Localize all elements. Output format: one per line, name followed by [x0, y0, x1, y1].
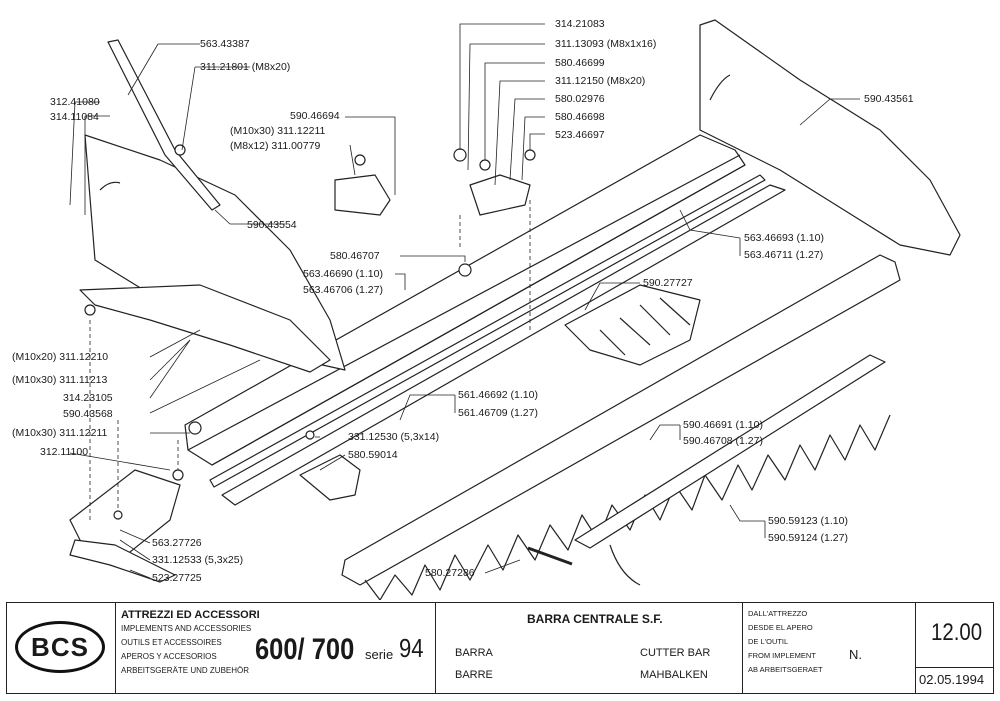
single-finger [299, 454, 361, 501]
part-title: BARRA CENTRALE S.F. [527, 612, 663, 626]
from-de: AB ARBEITSGERAET [748, 665, 823, 674]
callout-563-46706: 563.46706 (1.27) [303, 284, 383, 296]
callout-311-00779: (M8x12) 311.00779 [230, 140, 321, 152]
title-block: BCS ATTREZZI ED ACCESSORI IMPLEMENTS AND… [6, 602, 994, 694]
callout-590-46708: 590.46708 (1.27) [683, 435, 763, 447]
bcs-logo: BCS [15, 621, 105, 673]
callout-331-12533: 331.12533 (5,3x25) [152, 554, 244, 566]
callout-590-46694: 590.46694 [290, 110, 340, 122]
knife-section [564, 284, 701, 366]
bracket [334, 174, 391, 216]
callout-314-23105: 314.23105 [63, 392, 113, 404]
callout-563-27726: 563.27726 [152, 537, 202, 549]
from-en: FROM IMPLEMENT [748, 651, 816, 660]
page-number: 12.00 [931, 619, 983, 646]
from-it: DALL'ATTREZZO [748, 609, 808, 618]
callout-580-46699: 580.46699 [555, 57, 605, 69]
end-finger [69, 539, 176, 583]
callout-590-27727: 590.27727 [643, 277, 693, 289]
n-label: N. [849, 647, 862, 662]
callout-590-43554: 590.43554 [247, 219, 297, 231]
spring [527, 546, 573, 566]
callout-563-46690: 563.46690 (1.10) [303, 268, 383, 280]
callout-311-21801: 311.21801 (M8x20) [200, 61, 291, 73]
date: 02.05.1994 [919, 672, 985, 687]
callout-580-46698: 580.46698 [555, 111, 605, 123]
exploded-view-drawing [69, 19, 961, 600]
cutter-bar [184, 134, 746, 466]
subtitle-de: ARBEITSGERÄTE UND ZUBEHÖR [121, 666, 250, 675]
name-it: BARRA [455, 647, 493, 659]
heading-accessories: ATTREZZI ED ACCESSORI [121, 609, 260, 621]
callout-314-11084: 314.11084 [50, 111, 99, 123]
callout-312-41080: 312.41080 [50, 96, 100, 108]
callout-312-11100: 312.11100 [40, 446, 89, 458]
subtitle-en: IMPLEMENTS AND ACCESSORIES [121, 624, 252, 633]
callout-523-27725: 523.27725 [152, 572, 202, 584]
left-shoe [79, 284, 331, 373]
leader-lines [69, 23, 860, 579]
callout-331-12530: 331.12530 (5,3x14) [348, 431, 440, 443]
alignment-lines [89, 200, 531, 520]
knife-back-bar [221, 184, 786, 506]
wear-strip [209, 174, 766, 488]
subtitle-fr: OUTILS ET ACCESSOIRES [121, 638, 222, 647]
callout-580-02976: 580.02976 [555, 93, 605, 105]
callout-563-46711: 563.46711 (1.27) [744, 249, 824, 261]
callout-523-46697: 523.46697 [555, 129, 605, 141]
model-number: 600/ 700 [255, 633, 355, 666]
knife-clip [574, 354, 886, 549]
callout-590-46691: 590.46691 (1.10) [683, 419, 763, 431]
right-divider-shoe [699, 19, 961, 256]
callout-561-46709: 561.46709 (1.27) [458, 407, 538, 419]
name-de: MAHBALKEN [640, 669, 708, 681]
callout-311-12150: 311.12150 (M8x20) [555, 75, 646, 87]
callout-563-46693: 563.46693 (1.10) [744, 232, 824, 244]
callout-580-27286: 580.27286 [425, 567, 475, 579]
callout-561-46692: 561.46692 (1.10) [458, 389, 538, 401]
left-divider [84, 134, 346, 371]
callout-590-43568: 590.43568 [63, 408, 113, 420]
subtitle-es: APEROS Y ACCESORIOS [121, 652, 217, 661]
callout-311-12210: (M10x20) 311.12210 [12, 351, 109, 363]
callout-580-46707: 580.46707 [330, 250, 380, 262]
serie-number: 94 [399, 633, 424, 663]
callout-311-12211-b: (M10x30) 311.12211 [12, 427, 108, 439]
serie-label: serie [365, 647, 394, 662]
callout-311-11213: (M10x30) 311.11213 [12, 374, 108, 386]
callout-311-12211-a: (M10x30) 311.12211 [230, 125, 326, 137]
callout-580-59014: 580.59014 [348, 449, 398, 461]
callout-590-59123: 590.59123 (1.10) [768, 515, 848, 527]
callout-563-43387: 563.43387 [200, 38, 250, 50]
finger-bar [341, 254, 901, 600]
name-en: CUTTER BAR [640, 647, 711, 659]
callout-311-13093: 311.13093 (M8x1x16) [555, 38, 657, 50]
callout-590-43561: 590.43561 [864, 93, 914, 105]
knife-head-link [469, 174, 531, 216]
divider-rod [107, 39, 221, 211]
name-fr: BARRE [455, 669, 493, 681]
callout-590-59124: 590.59124 (1.27) [768, 532, 848, 544]
from-fr: DE L'OUTIL [748, 637, 789, 646]
callout-314-21083: 314.21083 [555, 18, 605, 30]
from-es: DESDE EL APERO [748, 623, 813, 632]
